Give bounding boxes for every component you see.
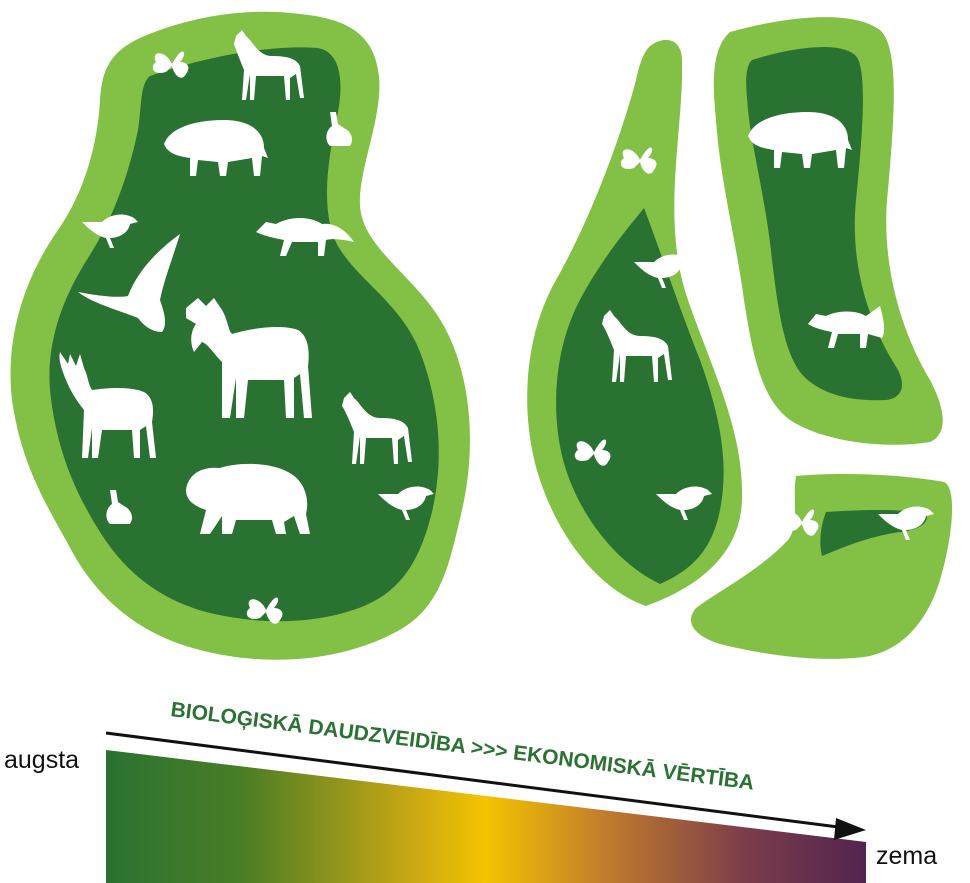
value-gradient-wedge <box>106 750 866 883</box>
boar-icon <box>748 112 852 168</box>
trend-arrow-line <box>105 731 847 830</box>
roe-deer-icon <box>234 30 304 100</box>
fragmented-forest-animals <box>574 112 934 540</box>
eagle-icon <box>78 234 180 332</box>
boar-icon <box>164 120 268 176</box>
fox-icon <box>808 306 885 348</box>
fragmented-forest <box>527 17 953 659</box>
bird-icon <box>634 254 690 288</box>
trend-arrow-head <box>834 818 866 840</box>
bear-icon <box>186 463 310 534</box>
red-deer-icon <box>59 352 156 458</box>
scale-low-label: zema <box>876 842 938 870</box>
hare-icon <box>326 112 352 146</box>
bird-icon <box>656 486 712 520</box>
bird-icon <box>378 486 434 520</box>
butterfly-icon <box>574 439 611 466</box>
fox-icon <box>256 218 354 256</box>
roe-deer-icon <box>342 392 412 464</box>
bird-icon <box>878 506 934 540</box>
butterfly-icon <box>246 597 283 624</box>
large-forest-animals <box>59 30 434 624</box>
butterfly-icon <box>782 509 819 536</box>
roe-deer-icon <box>602 310 672 382</box>
moose-icon <box>186 298 312 418</box>
butterfly-icon <box>620 147 657 174</box>
scale-high-label: augsta <box>4 746 80 774</box>
hare-icon <box>106 490 132 524</box>
butterfly-icon <box>152 51 189 78</box>
bird-icon <box>82 214 138 248</box>
